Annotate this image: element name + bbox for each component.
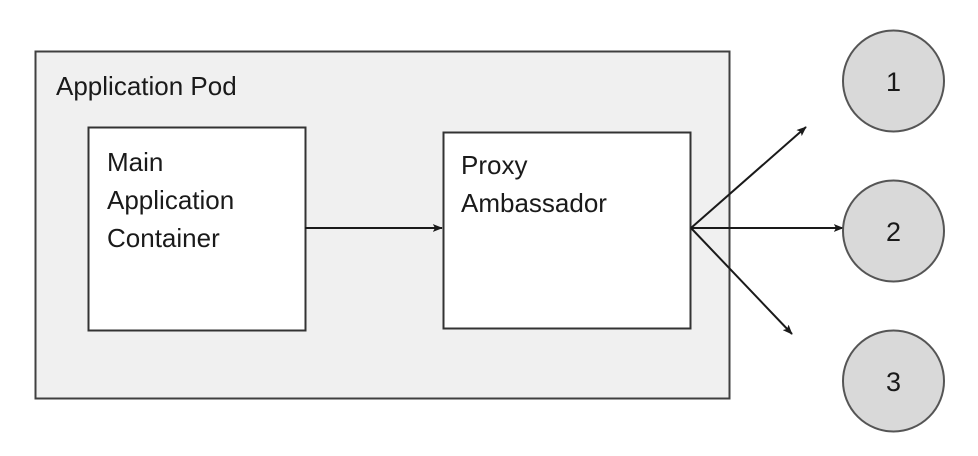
proxy-ambassador-line-1: Proxy: [461, 150, 527, 180]
endpoint-circle-2: [842, 179, 945, 283]
main-application-container-box: [87, 126, 307, 332]
main-application-container-line-1: Main: [107, 147, 163, 177]
endpoint-circle-2-label: 2: [886, 217, 901, 247]
endpoint-circle-3-label: 3: [886, 367, 901, 397]
proxy-to-endpoint-3-arrow: [690, 227, 793, 335]
endpoint-circle-1: [842, 29, 945, 133]
application-pod-label: Application Pod: [56, 71, 237, 101]
main-application-container-line-2: Application: [107, 185, 234, 215]
main-application-container-line-3: Container: [107, 223, 220, 253]
endpoint-circle-1-label: 1: [886, 67, 901, 97]
endpoint-circle-3: [842, 329, 945, 433]
proxy-to-endpoint-1-arrow: [690, 126, 807, 229]
proxy-ambassador-container-box: [442, 131, 692, 330]
proxy-ambassador-line-2: Ambassador: [461, 188, 607, 218]
